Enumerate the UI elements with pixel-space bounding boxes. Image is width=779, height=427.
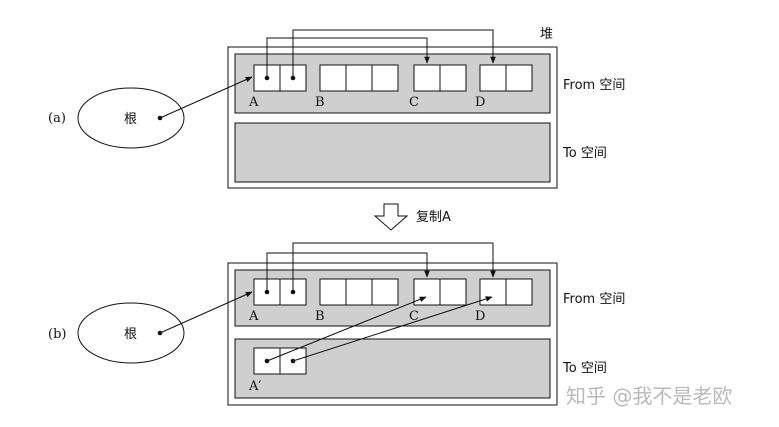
label-b-a: B — [315, 95, 325, 110]
copy-arrow-icon — [373, 203, 409, 231]
heap-label: 堆 — [540, 27, 553, 42]
watermark: 知乎 @我不是老欧 — [566, 384, 732, 408]
root-pointer-b — [159, 291, 253, 334]
copy-label: 复制A — [416, 210, 451, 225]
object-a-copy — [253, 347, 307, 375]
object-c-a — [413, 64, 467, 92]
label-a-a: A — [248, 95, 259, 110]
from-space-label-b: From 空间 — [563, 292, 625, 307]
label-b-b: B — [315, 309, 325, 324]
pointers-b — [264, 242, 496, 295]
to-space-a — [234, 122, 551, 183]
label-d-b: D — [475, 309, 485, 324]
panel-tag-b: (b) — [48, 327, 66, 342]
pointers-a — [264, 29, 496, 81]
label-c-b: C — [409, 309, 419, 324]
object-a-b — [253, 278, 307, 306]
to-space-label-a: To 空间 — [562, 146, 607, 161]
object-b-b — [319, 278, 399, 306]
label-a-b: A — [248, 309, 259, 324]
root-ellipse-b — [77, 302, 185, 364]
object-d-b — [479, 278, 533, 306]
copy-pointer-c — [266, 296, 427, 362]
root-label-b: 根 — [124, 327, 137, 342]
root-ellipse-a — [77, 87, 185, 149]
root-label-a: 根 — [124, 112, 137, 127]
root-pointer-a — [159, 76, 253, 119]
copy-pointer-d — [292, 296, 493, 362]
panel-tag-a: (a) — [48, 111, 66, 126]
to-space-label-b: To 空间 — [562, 361, 607, 376]
label-d-a: D — [475, 95, 485, 110]
object-c-b — [413, 278, 467, 306]
object-d-a — [479, 64, 533, 92]
object-b-a — [319, 64, 399, 92]
label-a-copy: A′ — [248, 379, 261, 394]
object-a-a — [253, 64, 307, 92]
label-c-a: C — [409, 95, 419, 110]
from-space-label-a: From 空间 — [563, 78, 625, 93]
